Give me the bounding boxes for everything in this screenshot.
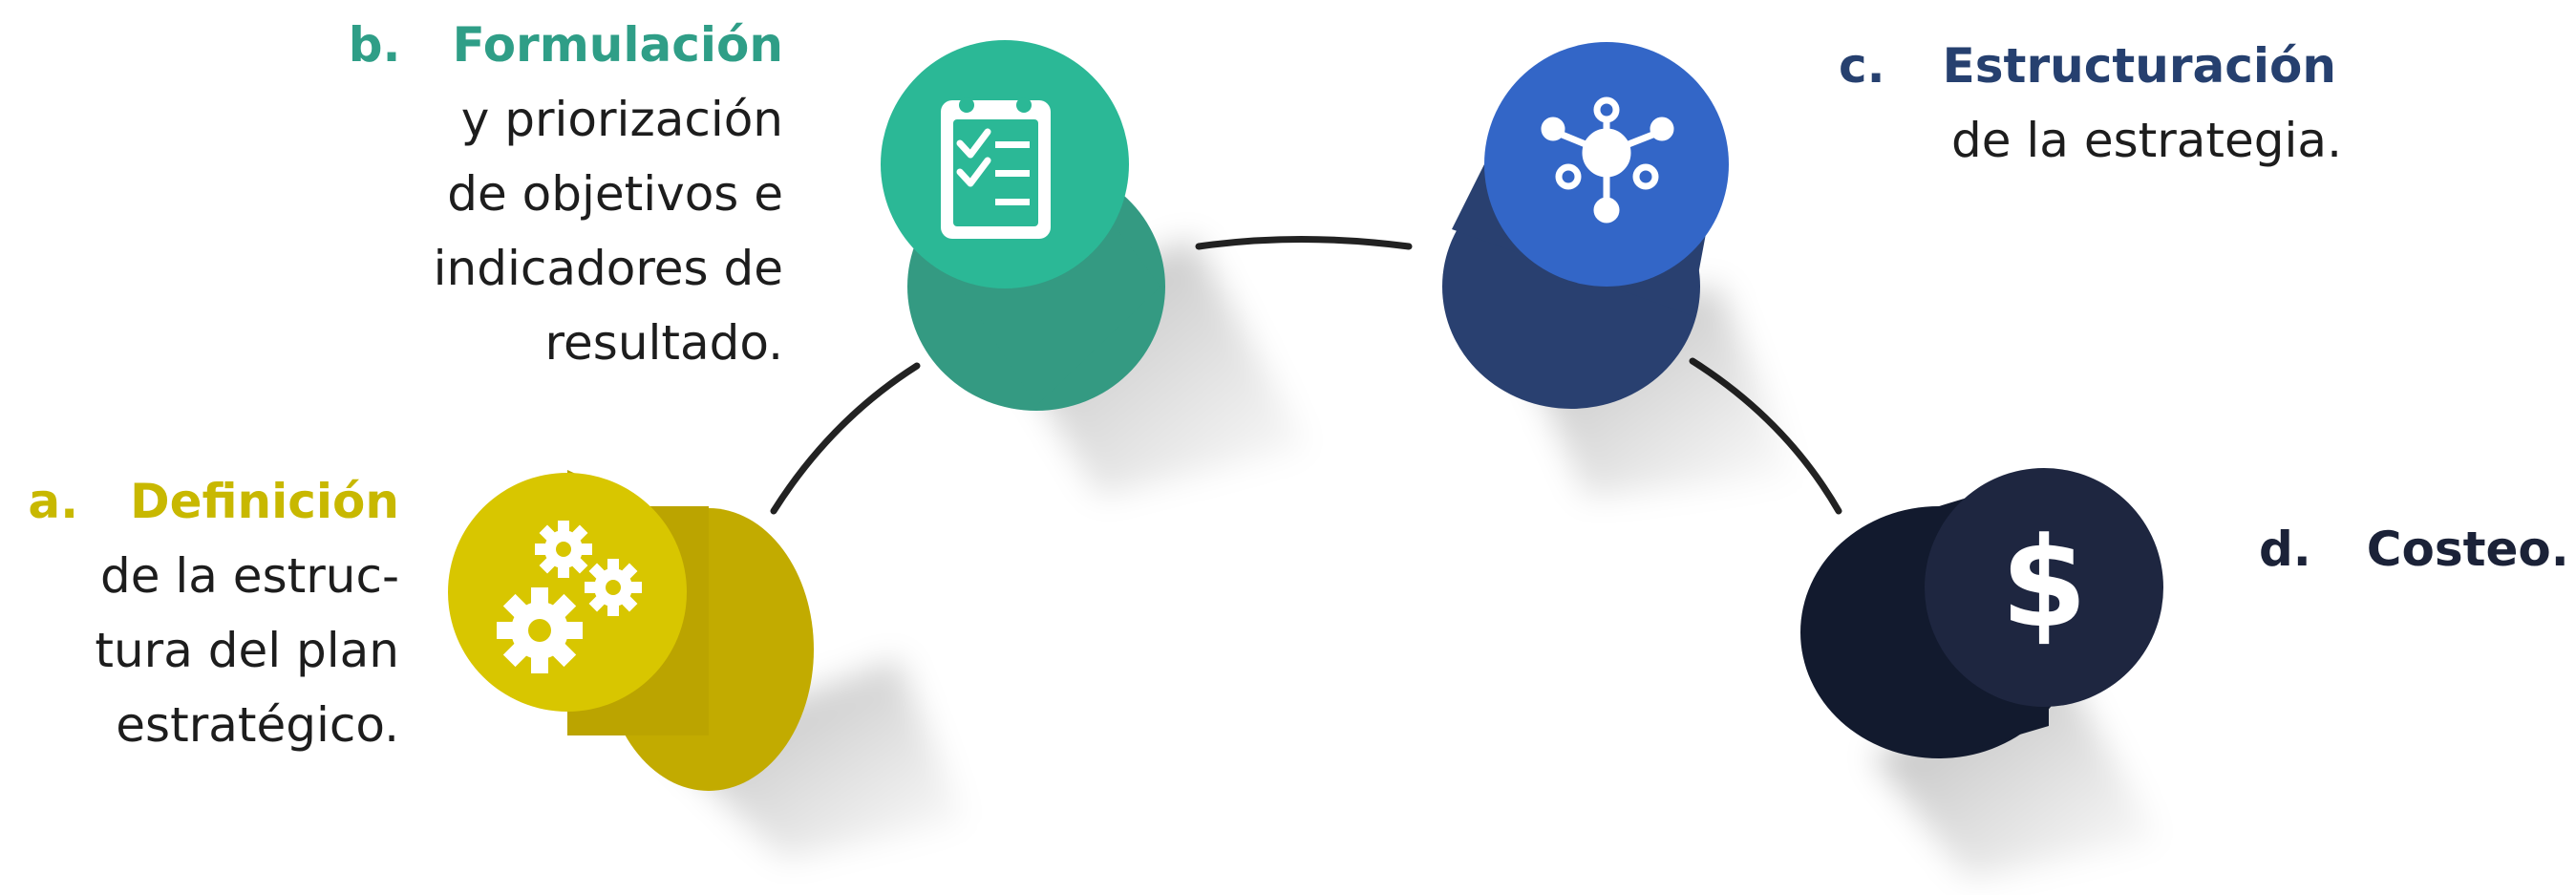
step-c-label: c. Estructuración de la estrategia. bbox=[1839, 29, 2431, 178]
gears-icon bbox=[497, 521, 642, 673]
step-a-letter: a. bbox=[28, 474, 79, 529]
svg-text:$: $ bbox=[2001, 510, 2087, 655]
connector-b-c bbox=[1195, 236, 1413, 250]
step-b-letter: b. bbox=[348, 17, 401, 73]
step-c-title: Estructuración bbox=[1942, 38, 2336, 94]
step-a-description: de la estruc- tura del plan estratégico. bbox=[95, 548, 399, 753]
step-d-letter: d. bbox=[2259, 522, 2311, 577]
step-d-title: Costeo. bbox=[2366, 522, 2569, 577]
step-c-description: de la estrategia. bbox=[1951, 113, 2342, 168]
network-icon bbox=[1541, 96, 1674, 224]
step-b-description: y priorización de objetivos e indicadore… bbox=[433, 92, 783, 371]
step-b-cylinder bbox=[881, 40, 1309, 497]
dollar-icon: $ bbox=[2001, 510, 2087, 655]
connector-a-b bbox=[770, 362, 921, 515]
step-c-letter: c. bbox=[1839, 38, 1885, 94]
step-a-title: Definición bbox=[130, 474, 399, 529]
step-a-cylinder bbox=[448, 470, 965, 860]
step-d-label: d. Costeo. bbox=[2259, 512, 2574, 586]
checklist-icon bbox=[941, 97, 1051, 239]
step-a-label: a. Definición de la estruc- tura del plan… bbox=[0, 464, 399, 762]
step-b-label: b. Formulación y priorización de objetivo… bbox=[287, 8, 783, 380]
step-d-cylinder: $ bbox=[1800, 468, 2163, 879]
step-c-cylinder bbox=[1442, 42, 1796, 497]
step-b-title: Formulación bbox=[452, 17, 783, 73]
